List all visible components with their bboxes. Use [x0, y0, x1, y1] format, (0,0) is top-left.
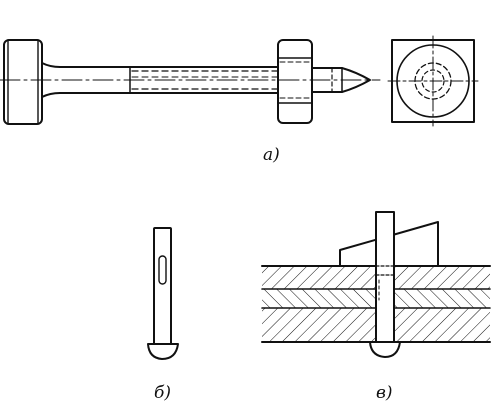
label-view-a: а)	[263, 145, 280, 165]
pin-head-under-plate	[369, 341, 401, 358]
tool-neck	[41, 62, 61, 98]
view-b-drawing	[147, 227, 179, 360]
label-view-b: б)	[154, 383, 172, 403]
pin-shaft	[153, 227, 172, 345]
tool-tip	[311, 67, 371, 93]
nut-side-view	[277, 39, 313, 124]
pin-head	[147, 343, 179, 360]
tool-head	[3, 39, 43, 125]
view-v-drawing	[261, 211, 491, 358]
label-view-v: в)	[376, 383, 393, 403]
pin-slot	[158, 255, 167, 285]
view-a-drawing	[0, 35, 479, 127]
pin-in-plates	[375, 211, 395, 345]
